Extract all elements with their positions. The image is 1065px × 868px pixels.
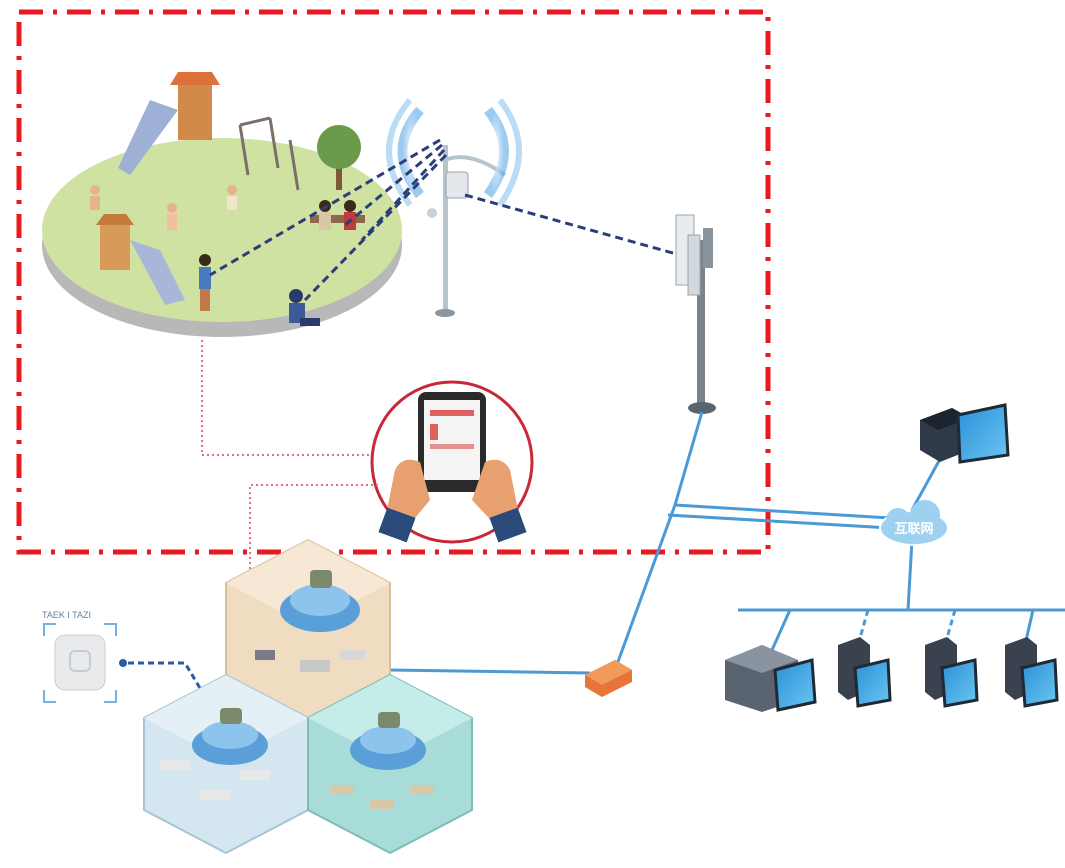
- ap-label: TAEK I TAZI: [42, 610, 91, 620]
- wireless-coverage-boundary: [16, 9, 771, 555]
- internet-cloud: 互联网: [879, 500, 949, 546]
- server-rack-1: [838, 637, 892, 708]
- server-monitor: [920, 403, 1010, 464]
- lab-room: [307, 673, 473, 855]
- cafe-room: [225, 538, 391, 720]
- tablet-hand: [370, 380, 534, 544]
- classroom: [143, 673, 309, 855]
- playground-park: [42, 72, 402, 337]
- cpe-bridge-tower: [675, 214, 716, 414]
- wireless-links: [209, 138, 681, 302]
- cloud-label: 互联网: [894, 522, 933, 537]
- firewall: [585, 660, 632, 697]
- wifi-antenna-pole: [427, 145, 507, 317]
- server-monitor-main: [725, 645, 817, 712]
- server-rack-3: [1005, 637, 1059, 708]
- network-cables: [389, 411, 1065, 675]
- server-rack-2: [925, 637, 979, 708]
